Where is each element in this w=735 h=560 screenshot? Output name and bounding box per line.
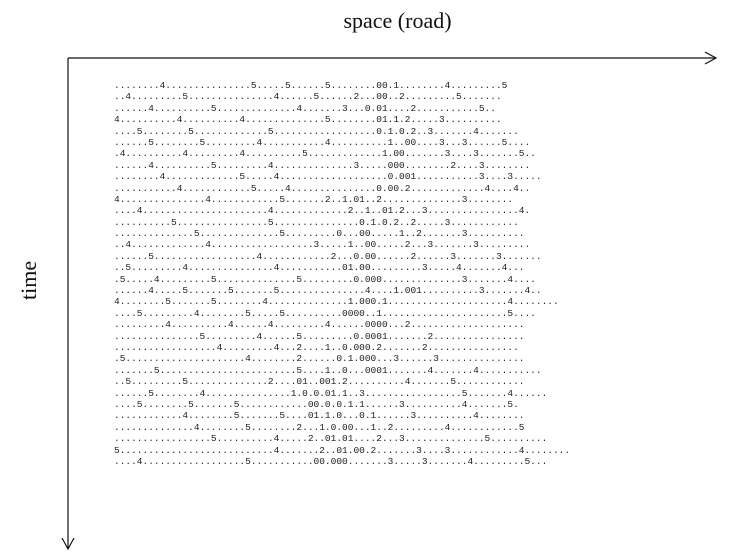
x-axis-arrowhead [704,51,718,65]
grid-row: ............4........5.......5....01.1.0… [114,410,525,422]
grid-row: ...............5.........4......5.......… [114,330,525,342]
cellular-automaton-grid: ........4...............5.....5......5..… [114,80,570,467]
grid-row: ....5........5.............5............… [114,125,519,137]
grid-row: .......5........................5....1..… [114,364,542,376]
grid-row: ......4..........5..............4.......… [114,102,496,114]
grid-row: 4..........4..........4..............5..… [114,114,502,126]
grid-row: ..................4.........4...2....1..… [114,341,519,353]
grid-row: .................5..........4.....2..01.… [114,433,548,445]
grid-row: ..............4........5........2...1.0.… [114,421,525,433]
grid-row: 4...............4............5.......2..… [114,193,514,205]
grid-row: 5...........................4.......2..0… [114,444,571,456]
grid-row: ..4.........5...............4......5....… [114,91,502,103]
x-axis-label: space (road) [343,8,452,33]
grid-row: .5.....................4........2......0… [114,353,525,365]
grid-row: ..............5..............5.........0… [114,228,525,240]
grid-row: ....5.........4........5.....5..........… [114,307,536,319]
grid-row: ....4......................4............… [114,205,531,217]
y-axis-arrowhead [61,537,75,551]
grid-row: ........4.............5.....4...........… [114,171,542,183]
grid-row: ......4.....5.......5.......5...........… [114,285,542,297]
grid-row: ........4...............5.....5......5..… [114,80,508,91]
grid-row: ......5..................4............2.… [114,250,542,262]
grid-row: ..........5................5............… [114,216,519,228]
grid-row: .5.....4.........5..............5.......… [114,273,536,285]
grid-row: ..5.........4...............4...........… [114,262,525,274]
grid-row: ..4.............4..................3....… [114,239,531,251]
grid-row: .........4..........4......4.........4..… [114,319,525,331]
grid-row: ....5........5.......5............00.0.0… [114,398,519,410]
grid-row: ...........4............5.....4.........… [114,182,531,194]
grid-row: ......4..........5.........4............… [114,159,531,171]
grid-row: ....4..................5...........00.00… [114,455,548,467]
grid-row: .4..........4.........4..........5......… [114,148,536,160]
grid-row: ..5.........5..............2....01..001.… [114,376,525,388]
grid-row: 4........5.......5........4.............… [114,296,559,308]
grid-row: ......5........5.........4...........4..… [114,136,531,148]
grid-row: ......5........4...............1.0.0.01.… [114,387,548,399]
